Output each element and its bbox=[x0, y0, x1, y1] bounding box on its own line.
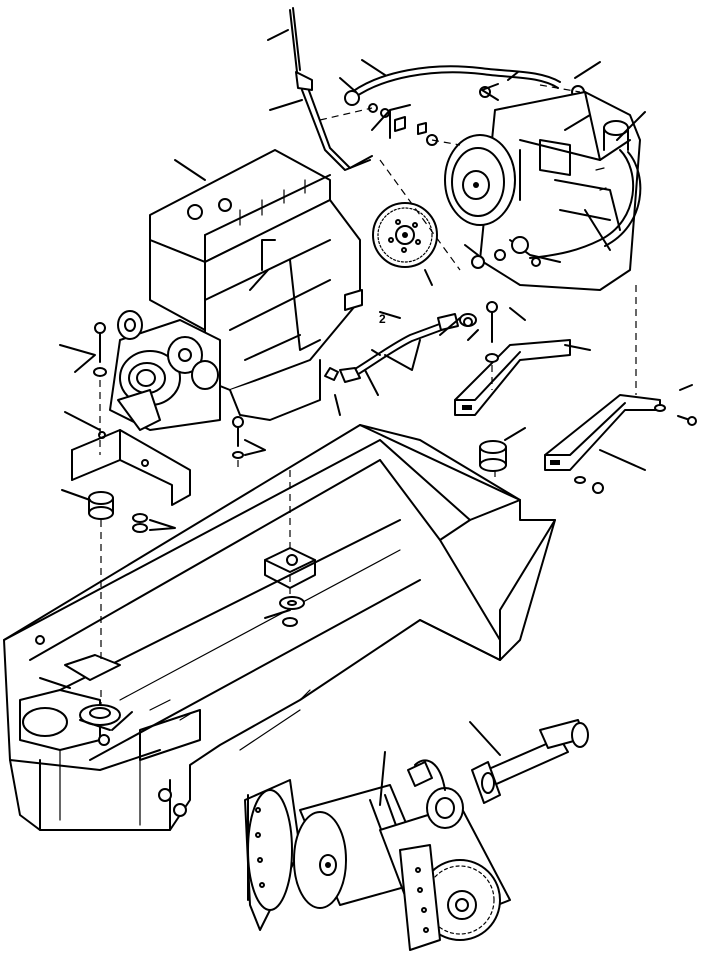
transmission bbox=[244, 759, 511, 951]
washers bbox=[279, 596, 305, 627]
leader-lines bbox=[39, 29, 693, 806]
rear-bolts bbox=[463, 301, 697, 494]
rubber-isolator bbox=[88, 491, 148, 533]
pump bbox=[444, 91, 642, 291]
rear-mount-bracket bbox=[454, 339, 661, 471]
engine bbox=[109, 7, 373, 431]
callout-mark: 2 bbox=[379, 312, 386, 326]
drive-shaft bbox=[471, 719, 589, 804]
hardware-top bbox=[368, 103, 485, 269]
callout-mark-label: 2 bbox=[379, 312, 386, 326]
front-bolts bbox=[93, 322, 244, 459]
front-mount-bracket bbox=[71, 429, 191, 506]
rear-isolator bbox=[479, 440, 507, 472]
mainframe bbox=[3, 424, 556, 831]
flywheel bbox=[372, 202, 438, 268]
